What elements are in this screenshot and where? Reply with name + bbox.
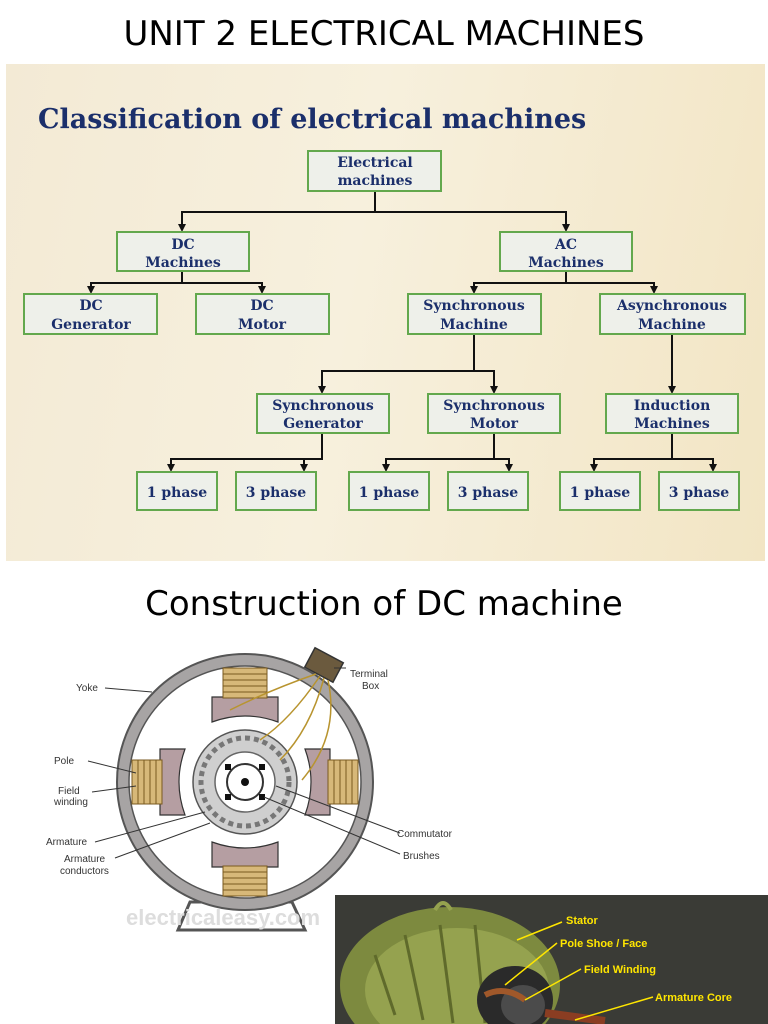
svg-text:3 phase: 3 phase bbox=[669, 485, 730, 501]
label-armature-core: Armature Core bbox=[655, 992, 732, 1004]
label-brushes: Brushes bbox=[403, 851, 440, 862]
svg-text:1 phase: 1 phase bbox=[147, 485, 208, 501]
node-dc-motor: DC Motor bbox=[195, 293, 330, 335]
node-electrical-machines: Electrical machines bbox=[307, 150, 442, 192]
svg-text:Electrical: Electrical bbox=[337, 155, 413, 171]
armature-conductors bbox=[198, 735, 292, 829]
label-terminal-box-2: Box bbox=[362, 681, 379, 692]
label-field-winding-2: winding bbox=[53, 797, 88, 808]
winding-turns bbox=[137, 673, 353, 891]
node-asynchronous-machine: Asynchronous Machine bbox=[599, 293, 746, 335]
svg-text:DC: DC bbox=[79, 298, 102, 314]
svg-text:DC: DC bbox=[171, 237, 194, 253]
label-field-winding: Field Winding bbox=[584, 964, 656, 976]
node-induction-3-phase: 3 phase bbox=[658, 471, 740, 511]
section-title: Construction of DC machine bbox=[145, 584, 623, 624]
svg-text:Generator: Generator bbox=[51, 317, 131, 333]
watermark: electricaleasy.com bbox=[126, 905, 320, 930]
svg-text:AC: AC bbox=[554, 237, 577, 253]
label-stator: Stator bbox=[566, 915, 599, 927]
svg-text:Machines: Machines bbox=[634, 416, 710, 432]
node-induction-1-phase: 1 phase bbox=[559, 471, 641, 511]
motor-photo: Stator Pole Shoe / Face Field Winding Ar… bbox=[335, 895, 768, 1024]
svg-text:1 phase: 1 phase bbox=[570, 485, 631, 501]
svg-text:Asynchronous: Asynchronous bbox=[616, 298, 727, 314]
label-terminal-box-1: Terminal bbox=[350, 669, 388, 680]
node-dc-generator: DC Generator bbox=[23, 293, 158, 335]
svg-text:Induction: Induction bbox=[634, 398, 711, 414]
node-synchronous-motor: Synchronous Motor bbox=[427, 393, 561, 434]
svg-text:1 phase: 1 phase bbox=[359, 485, 420, 501]
dc-machine-diagram: Yoke Terminal Box Pole Field winding Arm… bbox=[46, 646, 453, 932]
leader-lines bbox=[87, 667, 401, 859]
field-windings bbox=[131, 667, 359, 897]
terminal-box bbox=[303, 646, 345, 684]
label-armature: Armature bbox=[46, 837, 88, 848]
classification-panel: Classification of electrical machines El… bbox=[6, 64, 765, 561]
node-sync-motor-1-phase: 1 phase bbox=[348, 471, 430, 511]
label-pole: Pole bbox=[54, 756, 74, 767]
motor-photo-drawing: Stator Pole Shoe / Face Field Winding Ar… bbox=[340, 901, 732, 1024]
svg-text:Machine: Machine bbox=[638, 317, 706, 333]
classification-tree: Classification of electrical machines El… bbox=[23, 104, 746, 511]
svg-text:Generator: Generator bbox=[283, 416, 363, 432]
page-title: UNIT 2 ELECTRICAL MACHINES bbox=[123, 14, 645, 54]
label-yoke: Yoke bbox=[76, 683, 98, 694]
svg-text:Synchronous: Synchronous bbox=[272, 398, 374, 414]
svg-text:Machines: Machines bbox=[145, 255, 221, 271]
svg-text:Synchronous: Synchronous bbox=[443, 398, 545, 414]
node-sync-motor-3-phase: 3 phase bbox=[447, 471, 529, 511]
svg-text:machines: machines bbox=[338, 173, 413, 189]
label-armature-conductors-1: Armature bbox=[64, 854, 106, 865]
svg-text:Synchronous: Synchronous bbox=[423, 298, 525, 314]
label-commutator: Commutator bbox=[397, 829, 453, 840]
svg-text:3 phase: 3 phase bbox=[246, 485, 307, 501]
node-sync-gen-1-phase: 1 phase bbox=[136, 471, 218, 511]
poles bbox=[159, 696, 331, 868]
svg-text:DC: DC bbox=[250, 298, 273, 314]
svg-text:Machines: Machines bbox=[528, 255, 604, 271]
node-sync-gen-3-phase: 3 phase bbox=[235, 471, 317, 511]
brushes bbox=[225, 764, 265, 800]
node-induction-machines: Induction Machines bbox=[605, 393, 739, 434]
node-ac-machines: AC Machines bbox=[499, 231, 633, 272]
svg-text:3 phase: 3 phase bbox=[458, 485, 519, 501]
wires bbox=[229, 673, 332, 781]
svg-text:Motor: Motor bbox=[238, 317, 287, 333]
tree-connectors bbox=[87, 191, 717, 472]
label-field-winding-1: Field bbox=[58, 786, 80, 797]
svg-text:Motor: Motor bbox=[470, 416, 519, 432]
node-dc-machines: DC Machines bbox=[116, 231, 250, 272]
label-pole-shoe: Pole Shoe / Face bbox=[560, 938, 647, 950]
node-synchronous-machine: Synchronous Machine bbox=[407, 293, 542, 335]
label-armature-conductors-2: conductors bbox=[60, 866, 109, 877]
classification-title: Classification of electrical machines bbox=[38, 104, 586, 135]
node-synchronous-generator: Synchronous Generator bbox=[256, 393, 390, 434]
svg-text:Machine: Machine bbox=[440, 317, 508, 333]
